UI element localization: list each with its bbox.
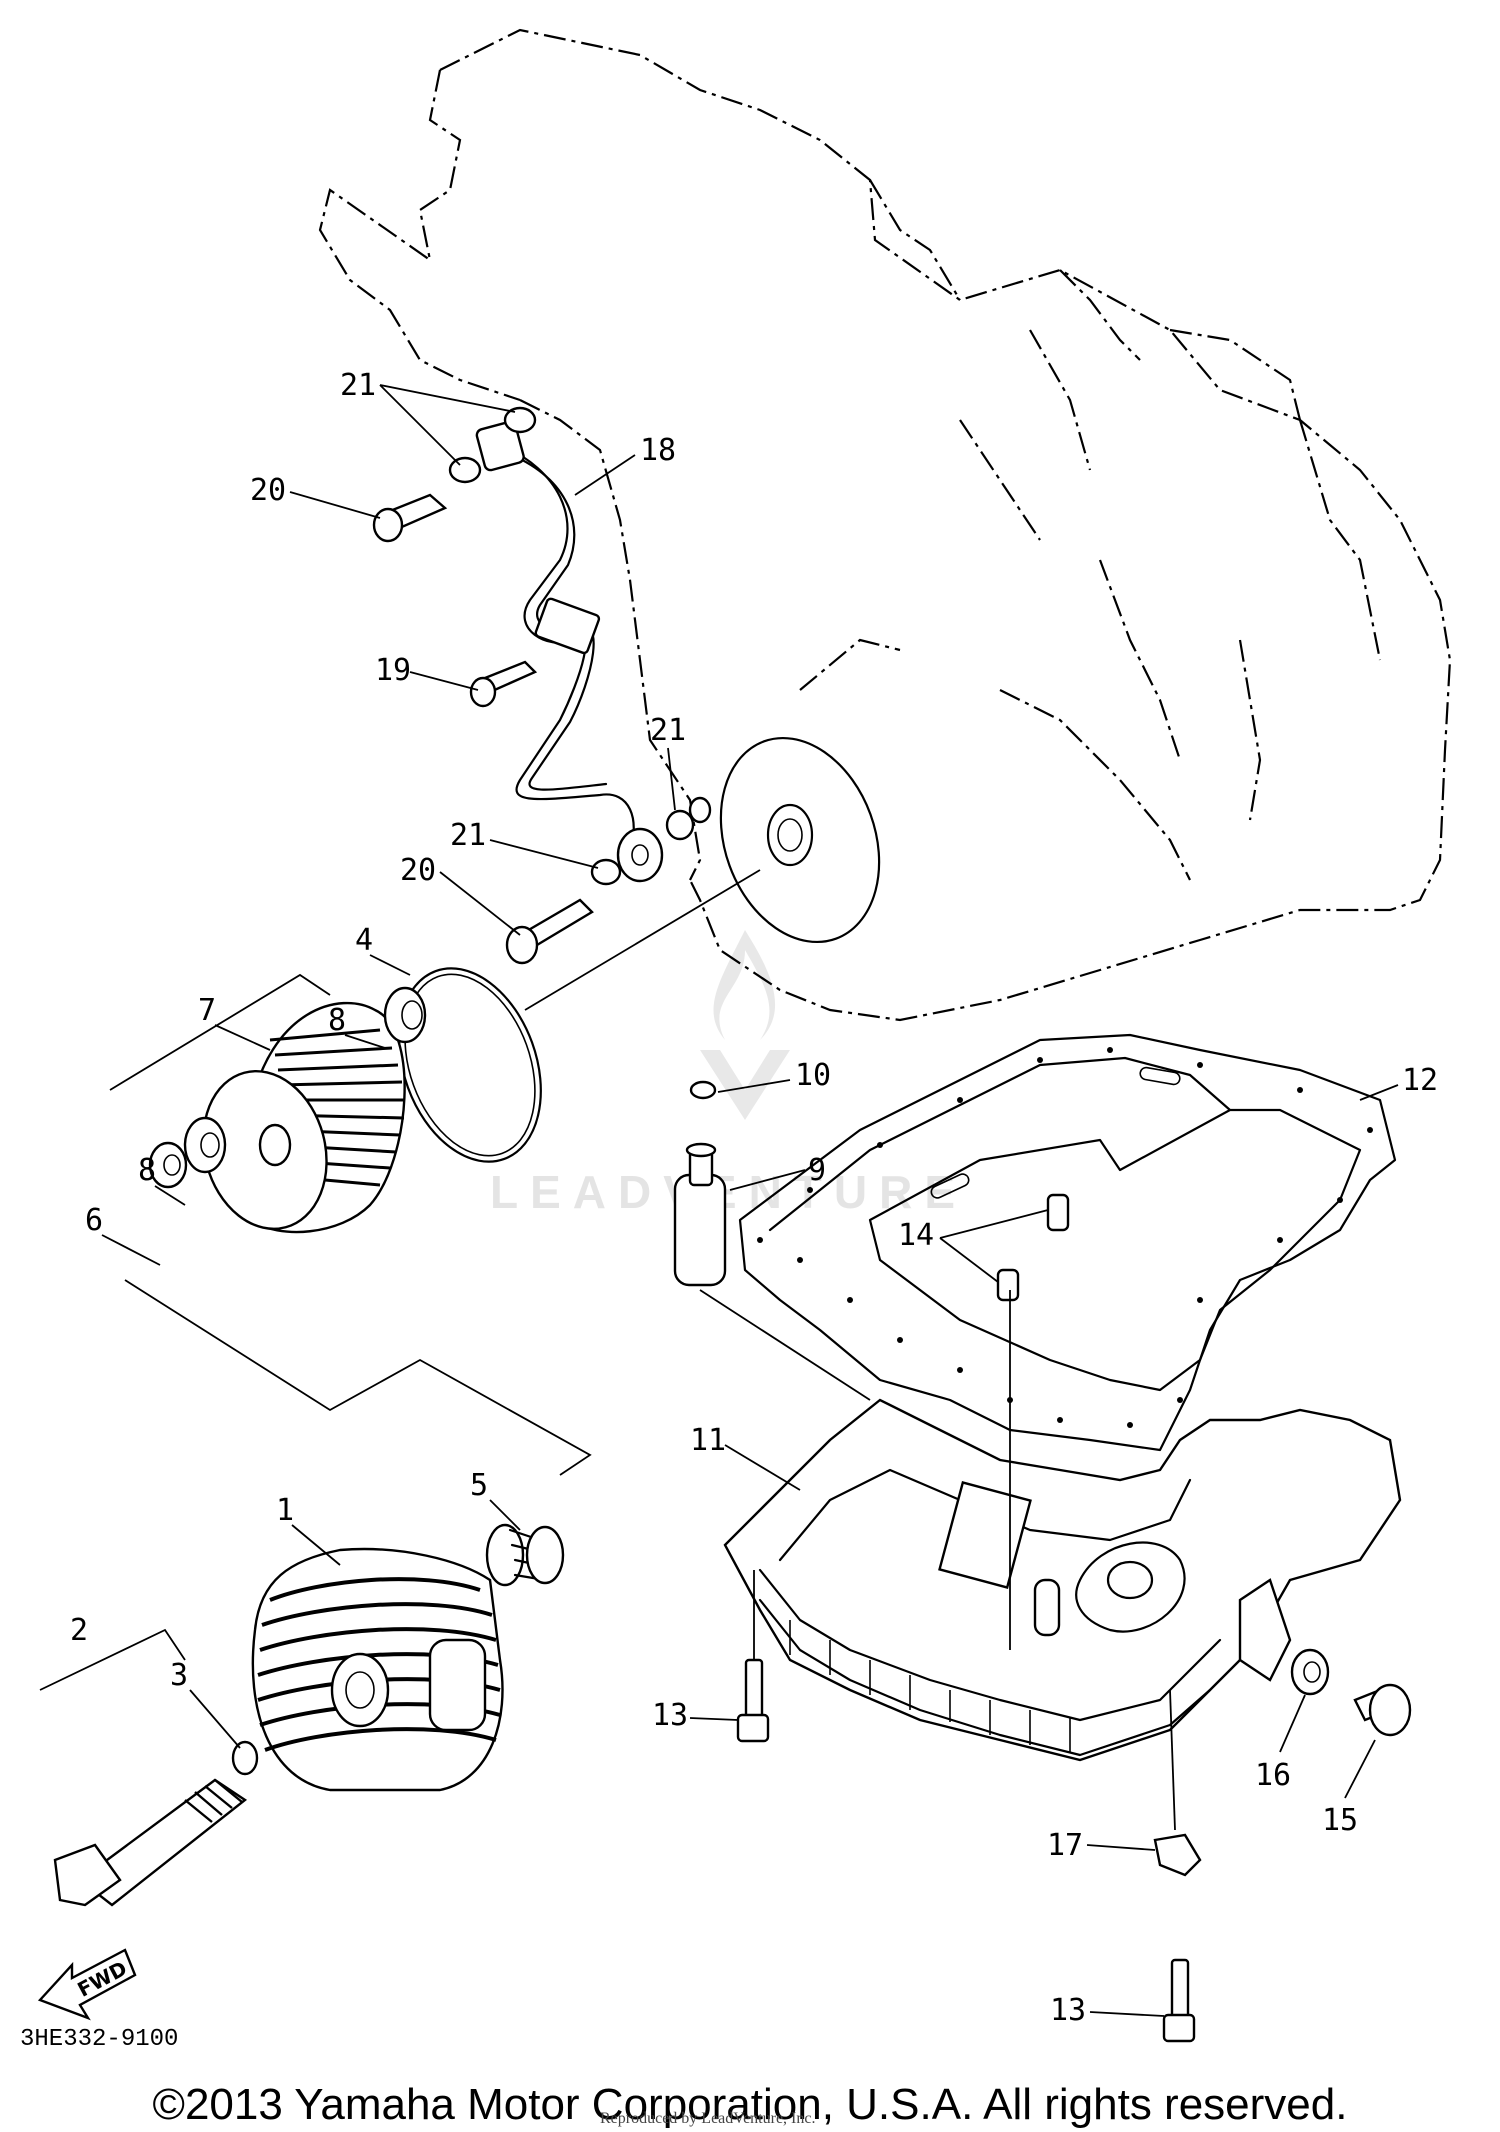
callout-4: 4 (355, 923, 373, 958)
watermark: LEADVENTURE (490, 930, 967, 1218)
callout-11: 11 (690, 1423, 726, 1458)
leader-lines (699, 1289, 1176, 1831)
callout-19: 19 (375, 653, 411, 688)
grouping-brackets (39, 973, 592, 1691)
callout-13b: 13 (1050, 1993, 1086, 2028)
engine-block-outline (318, 28, 1452, 1022)
callout-14: 14 (898, 1218, 934, 1253)
callout-17: 17 (1047, 1828, 1083, 1863)
pan-bolts (736, 1658, 1202, 2043)
callout-1: 1 (276, 1493, 294, 1528)
engine-side-cover (719, 736, 881, 944)
callout-10: 10 (795, 1058, 831, 1093)
oil-pan-gasket (738, 1033, 1397, 1452)
dowel-pins (996, 1193, 1070, 1302)
copyright-notice: ©2013 Yamaha Motor Corporation, U.S.A. A… (152, 2080, 1348, 2129)
oil-delivery-pipe (475, 420, 664, 883)
drain-bolt (1290, 1648, 1412, 1737)
callout-9: 9 (808, 1153, 826, 1188)
v-logo-icon (700, 1050, 790, 1120)
callout-15: 15 (1322, 1803, 1358, 1838)
callout-13a: 13 (652, 1698, 688, 1733)
callout-6: 6 (85, 1203, 103, 1238)
callout-8a: 8 (328, 1003, 346, 1038)
callout-16: 16 (1255, 1758, 1291, 1793)
callout-labels: 1 2 3 4 5 6 7 8 8 9 10 11 12 13 13 14 15… (70, 368, 1438, 2028)
callout-20a: 20 (250, 473, 286, 508)
callout-7: 7 (198, 993, 216, 1028)
callout-21b: 21 (650, 713, 686, 748)
relief-spring (485, 1523, 565, 1587)
relief-valve (673, 1142, 727, 1287)
callout-3: 3 (170, 1658, 188, 1693)
flame-logo-icon (713, 930, 776, 1040)
small-o-ring (689, 1080, 717, 1100)
callout-21a: 21 (340, 368, 376, 403)
reproduced-notice: Reproduced by LeadVenture, Inc. (600, 2110, 816, 2127)
callout-8b: 8 (138, 1153, 156, 1188)
oil-pan (723, 1398, 1402, 1762)
callout-2: 2 (70, 1613, 88, 1648)
watermark-text: LEADVENTURE (490, 1166, 967, 1218)
callout-5: 5 (470, 1468, 488, 1503)
drawing-code: 3HE332-9100 (20, 2026, 178, 2053)
oil-filter-element (202, 1001, 406, 1234)
callout-12: 12 (1402, 1063, 1438, 1098)
filter-bolt (53, 1740, 259, 1907)
filter-washers (148, 986, 427, 1189)
oil-filter-cover (251, 1547, 504, 1792)
o-ring-large (398, 967, 542, 1163)
callout-20b: 20 (400, 853, 436, 888)
union-bolts (372, 493, 594, 965)
copper-washers-top (448, 406, 712, 886)
callout-18: 18 (640, 433, 676, 468)
fwd-arrow-icon: FWD (37, 1948, 137, 2021)
callout-21c: 21 (450, 818, 486, 853)
